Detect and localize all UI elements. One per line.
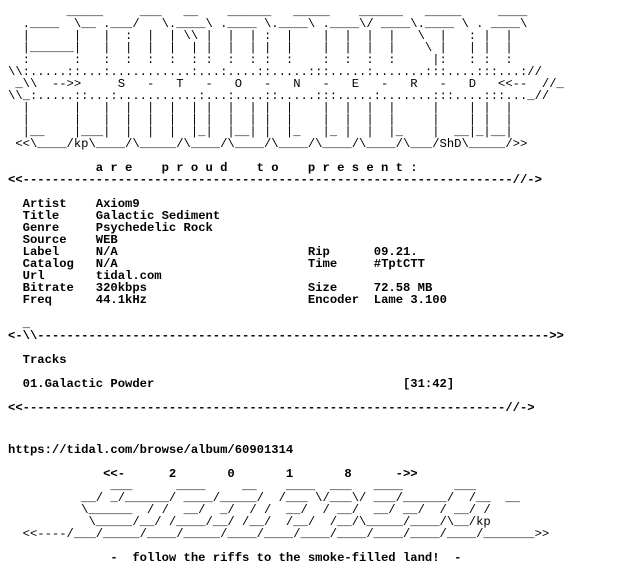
art-line: \______ / / __/ _/ / / __/ / __/ __/ __/…	[8, 503, 491, 517]
info-row-freq: Freq 44.1kHz Encoder Lame 3.100	[8, 294, 564, 306]
source-label: Source	[22, 233, 67, 247]
art-line: .____ \__ .___/ \.____\ .____ \.____\ ._…	[8, 17, 528, 31]
art-line: <<----/___/_____/____/_____/____/____/__…	[8, 527, 550, 541]
track-row: 01.Galactic Powder [31:42]	[8, 378, 564, 390]
track-duration: [31:42]	[402, 377, 455, 391]
freq-label: Freq	[22, 293, 52, 307]
genre-label: Genre	[22, 221, 60, 235]
separator-decoration: _	[8, 317, 30, 331]
info-row-source: Source WEB	[8, 234, 564, 246]
year-line: <<- 2 0 1 8 ->>	[8, 467, 418, 481]
nfo-footer: https://tidal.com/browse/album/60901314 …	[8, 444, 549, 564]
info-row-label: Label N/A Rip 09.21.	[8, 246, 564, 258]
separator: <<--------------------------------------…	[8, 173, 542, 187]
footer-ascii-art: ___ ____ __ ____ ___ ____ ___ __/ _/____…	[8, 479, 550, 541]
freq-value: 44.1kHz	[95, 293, 147, 307]
bitrate-value: 320kbps	[95, 281, 147, 295]
size-value: 72.58 MB	[373, 281, 433, 295]
info-row-title: Title Galactic Sediment	[8, 210, 564, 222]
bitrate-label: Bitrate	[22, 281, 74, 295]
encoder-label: Encoder	[307, 293, 360, 307]
label-label: Label	[22, 245, 60, 259]
title-label: Title	[22, 209, 60, 223]
album-link[interactable]: https://tidal.com/browse/album/60901314	[8, 444, 549, 456]
track-name: 01.Galactic Powder	[22, 377, 155, 391]
info-row-genre: Genre Psychedelic Rock	[8, 222, 564, 234]
art-line: ___ ____ __ ____ ___ ____ ___	[8, 479, 477, 493]
rip-value: 09.21.	[373, 245, 418, 259]
tracks-heading-text: Tracks	[22, 353, 67, 367]
artist-label: Artist	[22, 197, 67, 211]
separator: <<--------------------------------------…	[8, 401, 535, 415]
catalog-label: Catalog	[22, 257, 74, 271]
art-line: __/ _/______/ ____/_____/ /___ \/___\/ _…	[8, 491, 520, 505]
catalog-value: N/A	[95, 257, 118, 271]
art-line: |______| | | | | | | | | | | | | | | \ |…	[8, 41, 513, 55]
art-line: <<\____/kp\____/\_____/\____/\____/\____…	[8, 137, 528, 151]
separator: <-\\------------------------------------…	[8, 329, 564, 343]
art-line: |__ |___| | | | |_| |__| | |_ |_ | | |_ …	[8, 125, 513, 139]
url-value: tidal.com	[95, 269, 162, 283]
time-label: Time	[307, 257, 338, 271]
info-row-catalog: Catalog N/A Time #TptCTT	[8, 258, 564, 270]
art-line: : : : : : : : : : : : : : : : : |: : : :	[8, 53, 513, 67]
nfo-document: _____ ___ __ ______ _____ ______ _____ _…	[8, 6, 564, 426]
art-line: | | | | | | | | | | | | | | | | | | | |	[8, 101, 513, 115]
present-line: a r e p r o u d t o p r e s e n t :	[8, 161, 418, 175]
info-row-url: Url tidal.com	[8, 270, 564, 282]
group-name-line: _\\ -->> S - T - O - N - E - R - D <<-- …	[8, 77, 564, 91]
size-label: Size	[307, 281, 338, 295]
label-value: N/A	[95, 245, 118, 259]
art-line: \\_:.....::...:...........:...:....::...…	[8, 89, 550, 103]
info-row-bitrate: Bitrate 320kbps Size 72.58 MB	[8, 282, 564, 294]
tagline: - follow the riffs to the smoke-filled l…	[8, 551, 462, 565]
time-value: #TptCTT	[373, 257, 425, 271]
album-link-text[interactable]: https://tidal.com/browse/album/60901314	[8, 443, 294, 457]
title-value: Galactic Sediment	[95, 209, 221, 223]
info-row-artist: Artist Axiom9	[8, 198, 564, 210]
url-label: Url	[22, 269, 45, 283]
header-ascii-art: _____ ___ __ ______ _____ ______ _____ _…	[8, 6, 564, 150]
artist-value: Axiom9	[95, 197, 140, 211]
art-line: \_____/__/ /____/__/ /__/ /__/ /__/\____…	[8, 515, 491, 529]
genre-value: Psychedelic Rock	[95, 221, 213, 235]
tracks-heading: Tracks	[8, 354, 564, 366]
art-line: _____ ___ __ ______ _____ ______ _____ _…	[8, 5, 528, 19]
art-line: | | | : | | \\ | | | : | | | | | \ | : |…	[8, 29, 513, 43]
art-line: | | | | | | | | | | | | | | | | | | | |	[8, 113, 513, 127]
encoder-value: Lame 3.100	[373, 293, 447, 307]
source-value: WEB	[95, 233, 118, 247]
rip-label: Rip	[307, 245, 330, 259]
art-line: \\:.....::...:...........:...:....::....…	[8, 65, 542, 79]
